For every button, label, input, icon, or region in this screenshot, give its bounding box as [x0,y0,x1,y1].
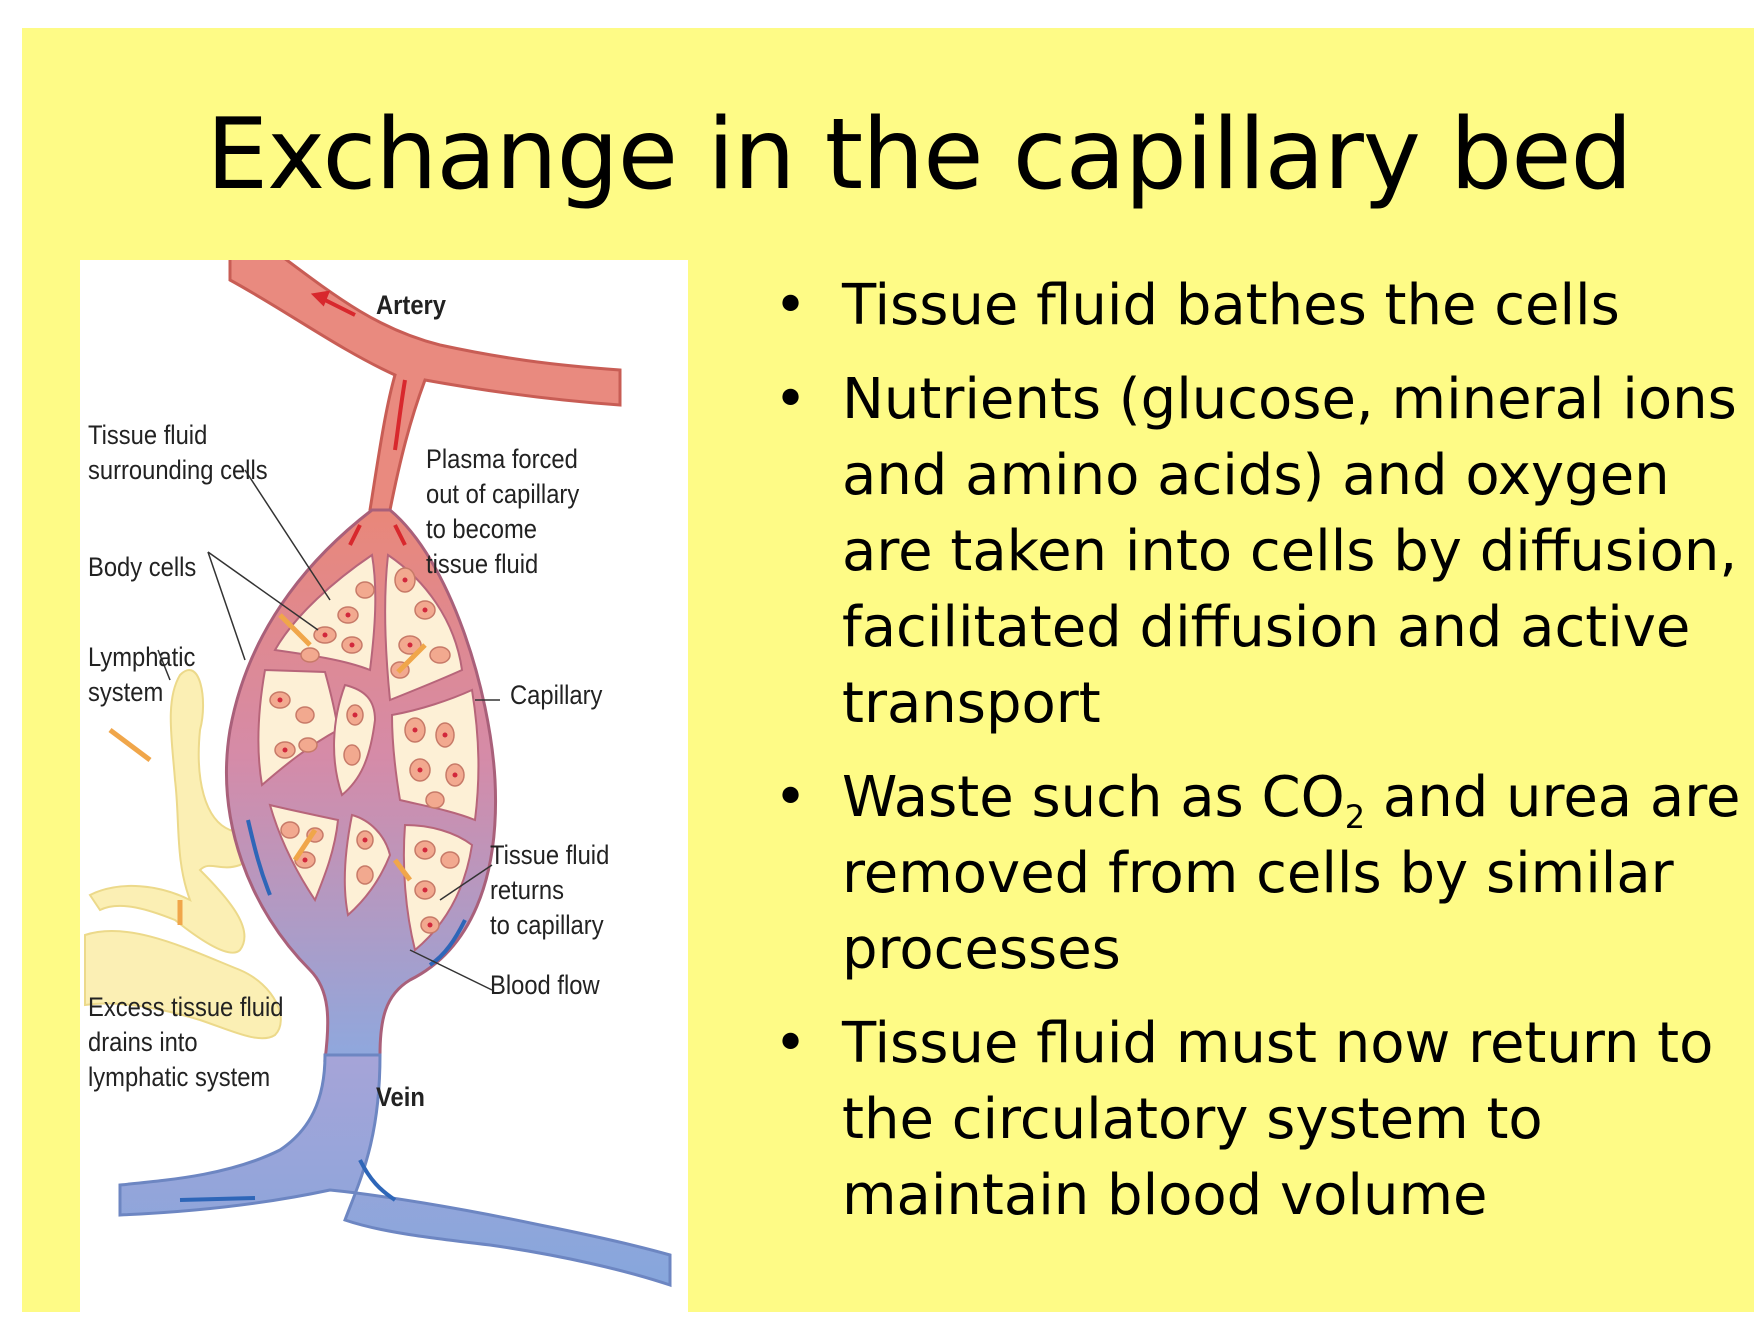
slide-title: Exchange in the capillary bed [22,98,1754,212]
capillary-bed-diagram: Artery Tissue fluid surrounding cells Pl… [80,260,688,1318]
lymphatic-vessel [90,670,249,953]
bullet-text: Nutrients (glucose, mineral ions and ami… [842,367,1737,736]
bullet-dot: • [774,268,807,344]
label-excess-tissue-fluid: Excess tissue fluid drains into lymphati… [88,990,283,1095]
bullet-item: • Tissue fluid bathes the cells [762,268,1754,344]
label-body-cells: Body cells [88,550,196,585]
label-tissue-fluid-surrounding-cells: Tissue fluid surrounding cells [88,418,268,488]
bullet-dot: • [774,362,807,438]
bullet-item: • Nutrients (glucose, mineral ions and a… [762,362,1754,742]
bullet-item: • Tissue fluid must now return to the ci… [762,1006,1754,1234]
bullet-text-part: Waste such as CO [842,765,1345,830]
co2-subscript: 2 [1345,798,1365,836]
label-artery: Artery [376,288,446,323]
bullet-text: Waste such as CO2 and urea are removed f… [842,765,1740,982]
label-plasma-forced-out: Plasma forced out of capillary to become… [426,442,579,582]
bullet-dot: • [774,1006,807,1082]
bullet-text: Tissue fluid bathes the cells [842,273,1620,338]
label-tissue-fluid-returns: Tissue fluid returns to capillary [490,838,609,943]
label-blood-flow: Blood flow [490,968,600,1003]
bullet-list: • Tissue fluid bathes the cells • Nutrie… [762,268,1754,1252]
slide: Exchange in the capillary bed [22,28,1754,1312]
bullet-item: • Waste such as CO2 and urea are removed… [762,760,1754,988]
label-lymphatic-system: Lymphatic system [88,640,195,710]
bullet-text: Tissue fluid must now return to the circ… [842,1011,1713,1228]
label-capillary: Capillary [510,678,602,713]
bullet-dot: • [774,760,807,836]
label-vein: Vein [376,1080,425,1115]
